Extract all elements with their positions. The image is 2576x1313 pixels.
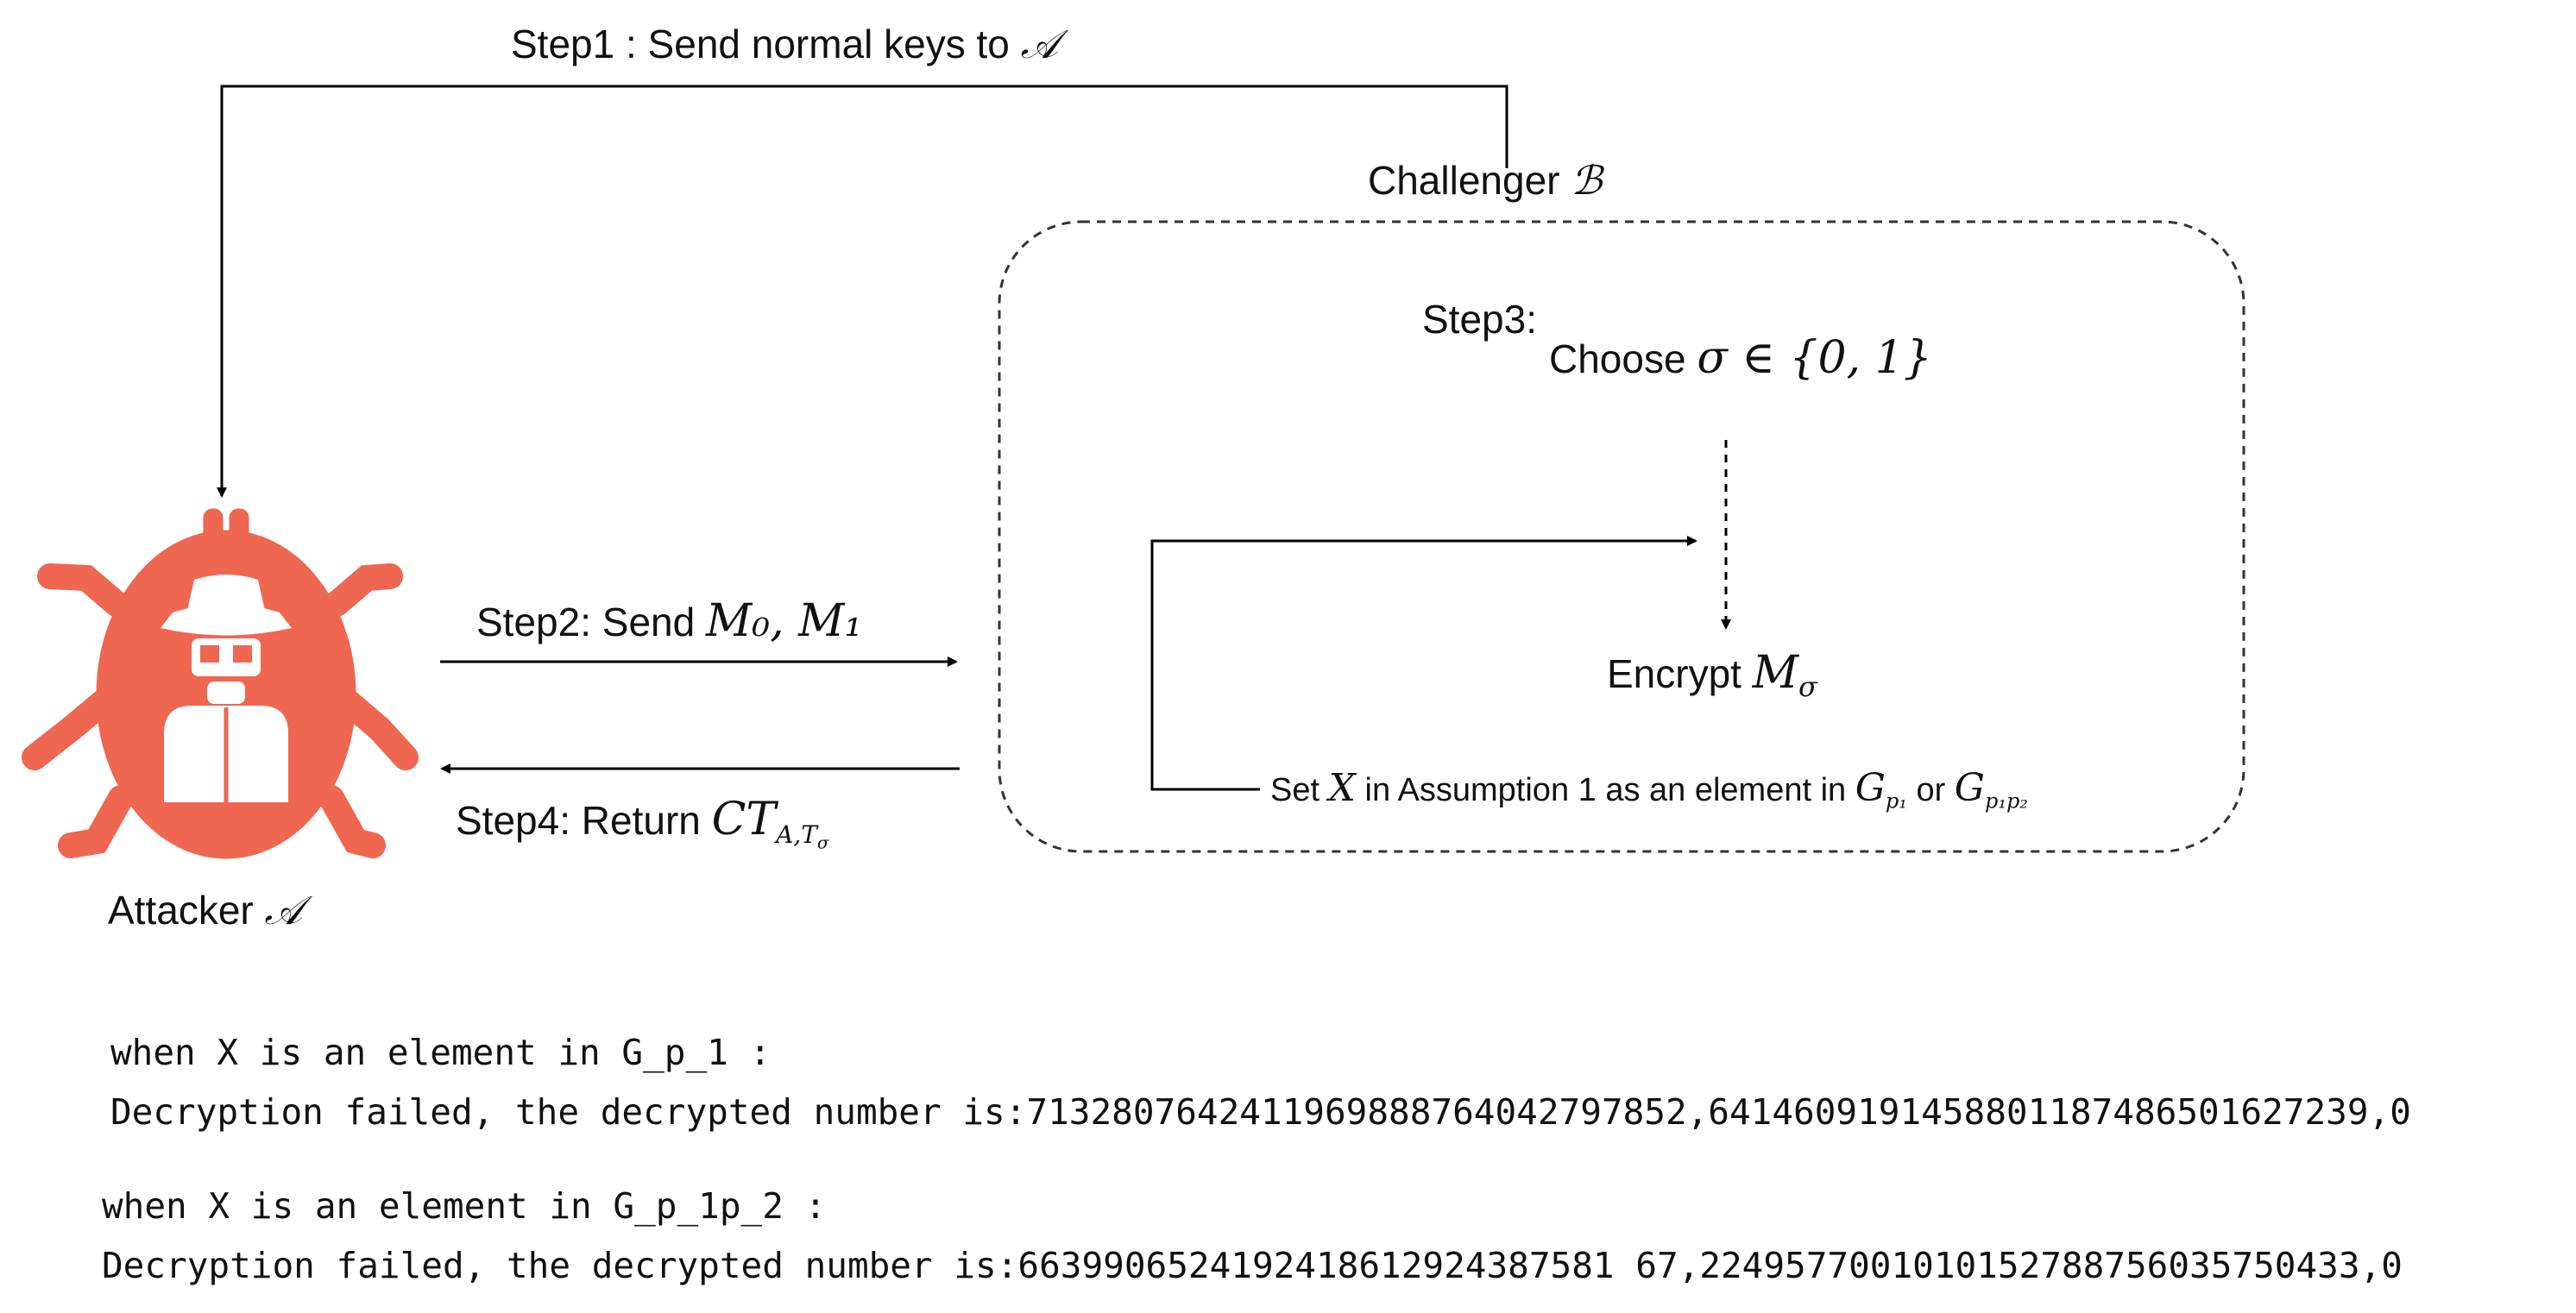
step2-text: Step2: Send	[476, 600, 696, 644]
step4-sub-text: A,T	[776, 820, 817, 850]
challenger-symbol: ℬ	[1571, 157, 1603, 204]
output-line-4: Decryption failed, the decrypted number …	[102, 1245, 2403, 1286]
output-line-3: when X is an element in G_p_1p_2 :	[102, 1185, 827, 1227]
output-line-2: Decryption failed, the decrypted number …	[110, 1091, 2411, 1133]
choose-text: Choose	[1549, 336, 1686, 381]
step1-label: Step1 : Send normal keys to 𝒜	[511, 21, 1058, 69]
step4-subsub: σ	[816, 832, 829, 853]
step3-choose: Choose σ ∈ {0, 1}	[1549, 332, 1932, 384]
set-x-text1: Set	[1270, 772, 1320, 808]
set-x-label: Set X in Assumption 1 as an element in G…	[1270, 766, 2028, 814]
set-x-g1-sub: p₁	[1885, 788, 1907, 814]
attacker-label: Attacker 𝒜	[108, 887, 302, 935]
set-x-or: or	[1916, 772, 1946, 808]
spy-figure-icon	[161, 575, 292, 802]
set-x-text2: in Assumption 1 as an element in	[1364, 772, 1847, 808]
step1-symbol: 𝒜	[1020, 21, 1059, 67]
step1-arrow	[217, 85, 1508, 498]
step2-math: M₀, M₁	[705, 595, 863, 647]
set-x-loop-arrow	[1150, 536, 1697, 791]
encrypt-text: Encrypt	[1607, 651, 1741, 696]
choose-math: σ ∈ {0, 1}	[1697, 332, 1932, 384]
set-x-g1: G	[1855, 766, 1886, 810]
encrypt-math: M	[1752, 647, 1798, 699]
step2-label: Step2: Send M₀, M₁	[476, 595, 862, 647]
output-line-1: when X is an element in G_p_1 :	[110, 1032, 772, 1073]
challenger-label: Challenger ℬ	[1368, 157, 1602, 204]
attacker-symbol: 𝒜	[264, 887, 303, 933]
step3-prefix: Step3:	[1422, 297, 1537, 342]
encrypt-sub: σ	[1798, 670, 1817, 704]
set-x-g2-sub: p₁p₂	[1984, 788, 2028, 814]
step4-math: CT	[711, 794, 777, 845]
challenger-text: Challenger	[1368, 158, 1560, 203]
step4-text: Step4: Return	[456, 798, 701, 843]
step1-text: Step1 : Send normal keys to	[511, 22, 1010, 66]
step4-label: Step4: Return CTA,Tσ	[456, 794, 829, 853]
set-x-var: X	[1328, 766, 1356, 810]
attacker-text: Attacker	[108, 888, 254, 933]
encrypt-label: Encrypt Mσ	[1607, 647, 1817, 703]
challenger-box	[998, 220, 2245, 853]
set-x-g2: G	[1954, 766, 1985, 810]
step4-sub: A,Tσ	[776, 820, 828, 853]
